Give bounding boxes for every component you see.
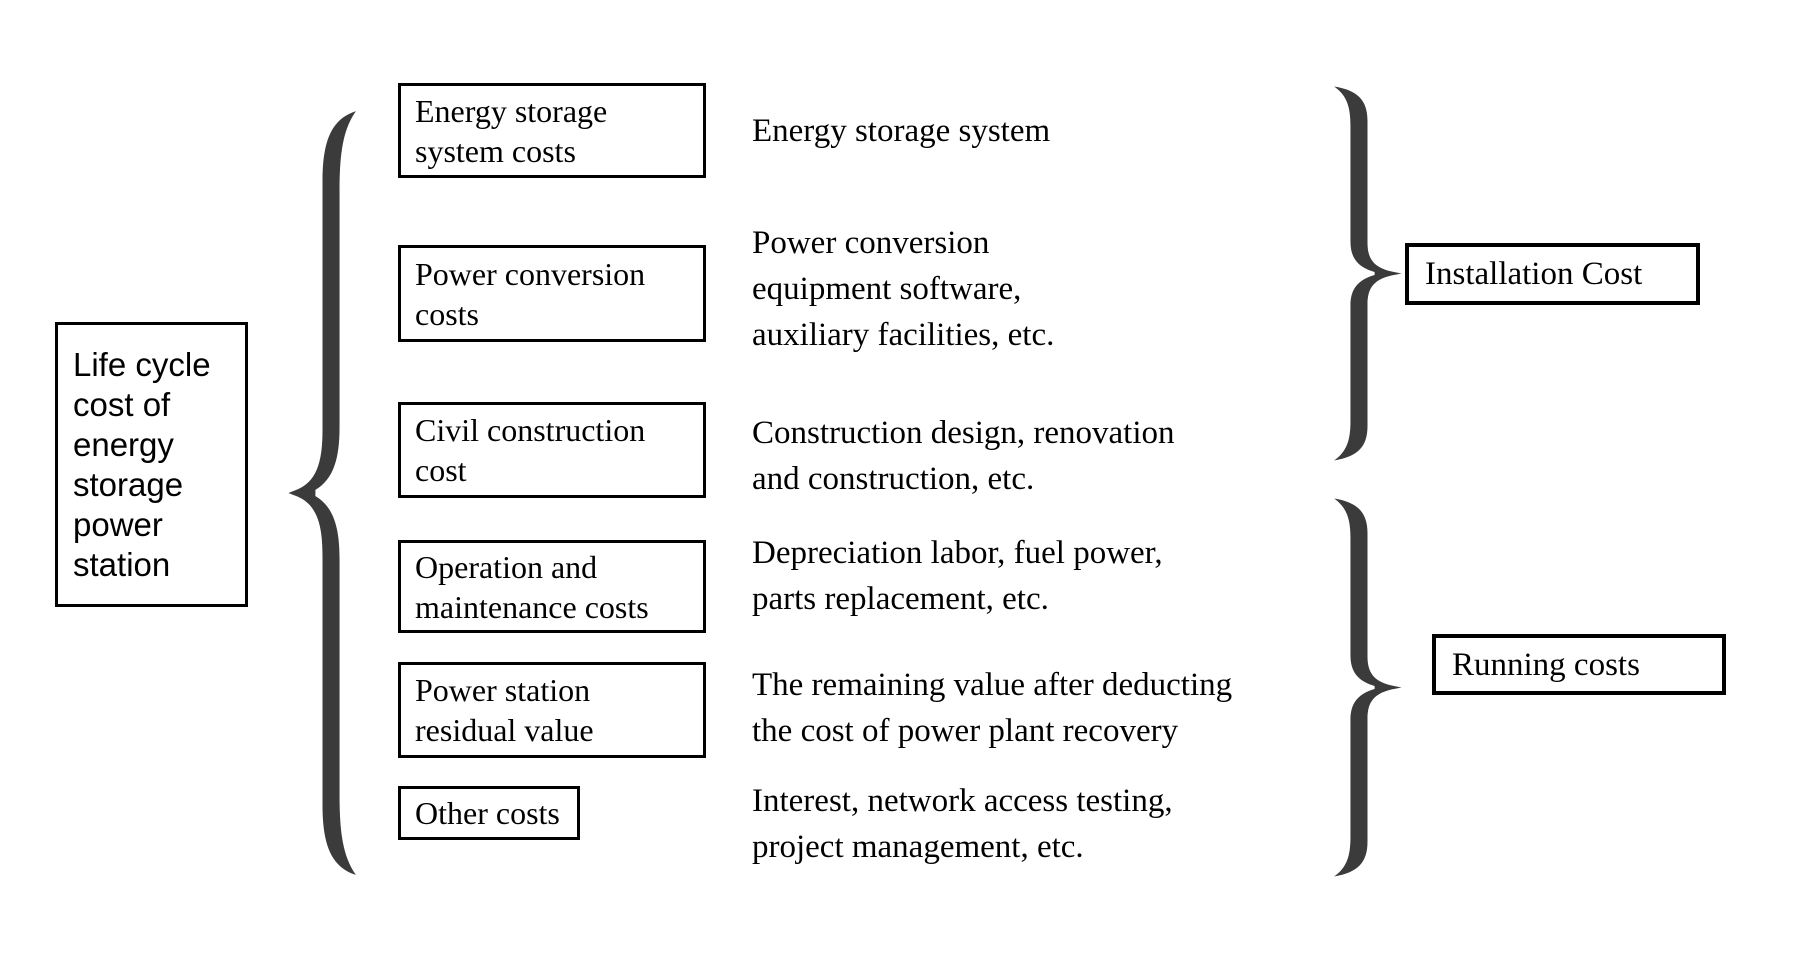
description-civil-construction: Construction design, renovation and cons…: [752, 415, 1175, 497]
description-residual-value: The remaining value after deducting the …: [752, 667, 1233, 749]
installation-brace-icon: [1332, 85, 1403, 462]
running-brace-icon: [1332, 497, 1403, 878]
left-brace-icon: [287, 108, 358, 878]
installation-cost-box: Installation Cost: [1405, 243, 1700, 305]
cost-box-energy-storage-system: Energy storage system costs: [398, 83, 706, 178]
cost-box-power-conversion: Power conversion costs: [398, 245, 706, 342]
running-costs-box: Running costs: [1432, 634, 1726, 695]
running-brace-path: [1334, 498, 1402, 877]
left-brace-path: [288, 111, 356, 875]
cost-box-operation-maintenance: Operation and maintenance costs: [398, 540, 706, 633]
cost-box-civil-construction: Civil construction cost: [398, 402, 706, 498]
installation-brace-path: [1334, 86, 1402, 461]
cost-box-residual-value: Power station residual value: [398, 662, 706, 758]
description-energy-storage-system: Energy storage system: [752, 113, 1051, 149]
description-power-conversion: Power conversion equipment software, aux…: [752, 225, 1055, 353]
description-operation-maintenance: Depreciation labor, fuel power, parts re…: [752, 535, 1163, 617]
description-other-costs: Interest, network access testing, projec…: [752, 783, 1173, 865]
cost-box-other-costs: Other costs: [398, 786, 580, 840]
life-cycle-cost-root-box: Life cycle cost of energy storage power …: [55, 322, 248, 607]
